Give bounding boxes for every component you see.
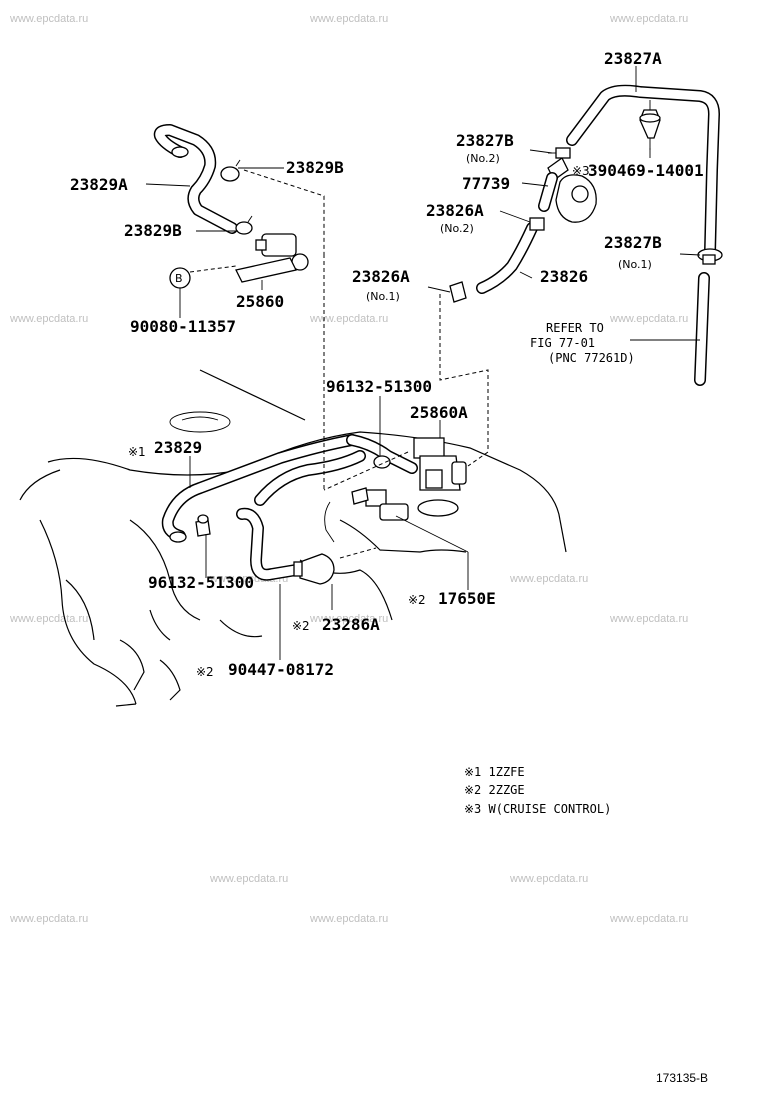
clamp-23829B-top	[220, 159, 241, 182]
leader-lines	[145, 66, 701, 660]
clamp-23826A-no2	[529, 217, 545, 231]
label-23827B-no1: (No.1)	[618, 258, 652, 271]
label-23826: 23826	[540, 267, 588, 286]
footnote-3: ※3 W(CRUISE CONTROL)	[464, 802, 611, 816]
vacuum-filter-23286A	[293, 547, 377, 585]
hose-23829	[161, 434, 358, 543]
watermark: www.epcdata.ru	[9, 613, 88, 625]
label-17650E: 17650E	[438, 589, 496, 608]
label-23827B: 23827B	[456, 131, 514, 150]
label-77739: 77739	[462, 174, 510, 193]
hose-to-25860A	[254, 434, 418, 506]
watermark: www.epcdata.ru	[9, 313, 88, 325]
engine-outline	[19, 369, 567, 707]
label-390469-14001: 390469-14001	[588, 161, 704, 180]
refer-line-2: FIG 77-01	[530, 336, 595, 350]
label-23829B-mid: 23829B	[124, 221, 182, 240]
footnote-1: ※1 1ZZFE	[464, 765, 525, 779]
label-23826A-no2: (No.2)	[440, 222, 474, 235]
bolt-b: B	[169, 267, 191, 289]
mark-2-90447: ※2	[196, 665, 214, 679]
footnote-2: ※2 2ZZGE	[464, 783, 525, 797]
mark-2-17650E: ※2	[408, 593, 426, 607]
part-labels: 23827A 23827B (No.2) ※3 390469-14001 777…	[70, 49, 704, 679]
vsv-17650E	[324, 487, 409, 543]
label-23826A-top: 23826A	[426, 201, 484, 220]
bolt-b-label: B	[175, 272, 183, 285]
refer-line-3: (PNC 77261D)	[548, 351, 635, 365]
hose-23827A	[566, 84, 720, 258]
hose-23829A	[153, 124, 238, 234]
watermark: www.epcdata.ru	[309, 13, 388, 25]
label-90447-08172: 90447-08172	[228, 660, 334, 679]
label-23829A: 23829A	[70, 175, 128, 194]
watermark: www.epcdata.ru	[609, 13, 688, 25]
watermark: www.epcdata.ru	[9, 913, 88, 925]
label-23829: 23829	[154, 438, 202, 457]
label-25860A: 25860A	[410, 403, 468, 422]
clamp-23827B-no1	[697, 248, 723, 265]
watermark: www.epcdata.ru	[209, 873, 288, 885]
hose-lower-right	[694, 272, 710, 386]
vsv-25860	[235, 233, 309, 283]
clamp-96132-bottom	[195, 514, 211, 537]
valve-77739	[538, 157, 597, 223]
label-23286A: 23286A	[322, 615, 380, 634]
label-23829B-top: 23829B	[286, 158, 344, 177]
watermark: www.epcdata.ru	[309, 913, 388, 925]
label-23827B-no1-part: 23827B	[604, 233, 662, 252]
vsv-25860A	[413, 437, 467, 517]
watermark: www.epcdata.ru	[609, 613, 688, 625]
watermark: www.epcdata.ru	[509, 873, 588, 885]
label-23826A-no1: (No.1)	[366, 290, 400, 303]
figure-id: 173135-B	[656, 1071, 708, 1085]
watermark: www.epcdata.ru	[609, 313, 688, 325]
hose-90447	[236, 507, 302, 581]
label-23827B-no2: (No.2)	[466, 152, 500, 165]
label-96132-bottom: 96132-51300	[148, 573, 254, 592]
label-90080-11357: 90080-11357	[130, 317, 236, 336]
watermark: www.epcdata.ru	[609, 913, 688, 925]
watermark: www.epcdata.ru	[9, 13, 88, 25]
mark-1: ※1	[128, 445, 146, 459]
clamp-23829B-mid	[235, 215, 253, 235]
watermark: www.epcdata.ru	[509, 573, 588, 585]
watermarks: www.epcdata.ru www.epcdata.ru www.epcdat…	[9, 13, 688, 925]
watermark: www.epcdata.ru	[309, 313, 388, 325]
label-96132-top: 96132-51300	[326, 377, 432, 396]
label-23826A-mid: 23826A	[352, 267, 410, 286]
hose-23826	[476, 222, 538, 294]
refer-line-1: REFER TO	[546, 321, 604, 335]
dashed-reference-lines	[189, 169, 489, 491]
clamp-23826A-no1	[449, 281, 467, 303]
footnotes: ※1 1ZZFE ※2 2ZZGE ※3 W(CRUISE CONTROL)	[464, 765, 611, 816]
watermark: www.epcdata.ru	[309, 613, 388, 625]
check-valve-390469	[639, 100, 661, 150]
label-25860: 25860	[236, 292, 284, 311]
clamp-96132-top	[373, 455, 391, 469]
mark-3: ※3	[572, 164, 590, 178]
label-23827A: 23827A	[604, 49, 662, 68]
mark-2-23286A: ※2	[292, 619, 310, 633]
